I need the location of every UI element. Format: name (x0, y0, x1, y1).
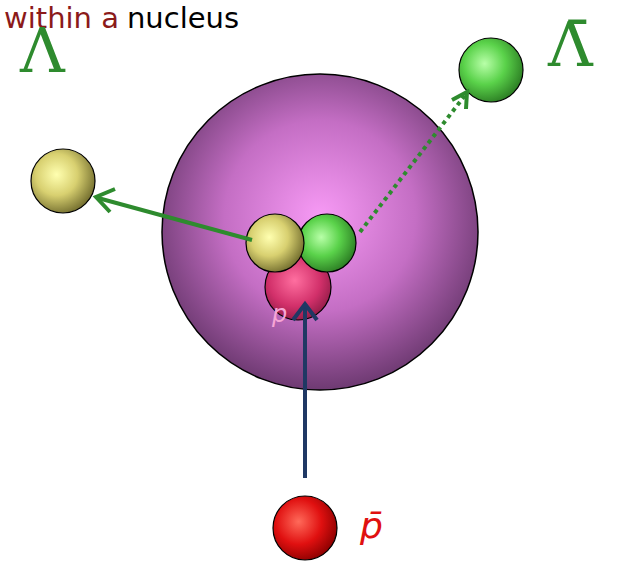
particle-symbol: Λ̄ (548, 14, 593, 76)
incoming-arrow (303, 306, 307, 478)
particle-symbol: p (272, 302, 287, 326)
arrowhead (96, 189, 115, 212)
antilambda-arrow (360, 94, 466, 232)
antilambda-pair (298, 214, 356, 272)
lambda-particle (31, 149, 95, 213)
caption-word: nucleus (127, 4, 239, 33)
arrowhead (293, 304, 317, 320)
particle-symbol: p̄ (360, 508, 383, 544)
nucleus (162, 74, 478, 390)
antiproton (273, 496, 337, 560)
lambda-arrow (98, 198, 252, 240)
particle-symbol: Λ (20, 20, 65, 82)
lambda-pair (246, 214, 304, 272)
arrowhead (452, 92, 467, 109)
